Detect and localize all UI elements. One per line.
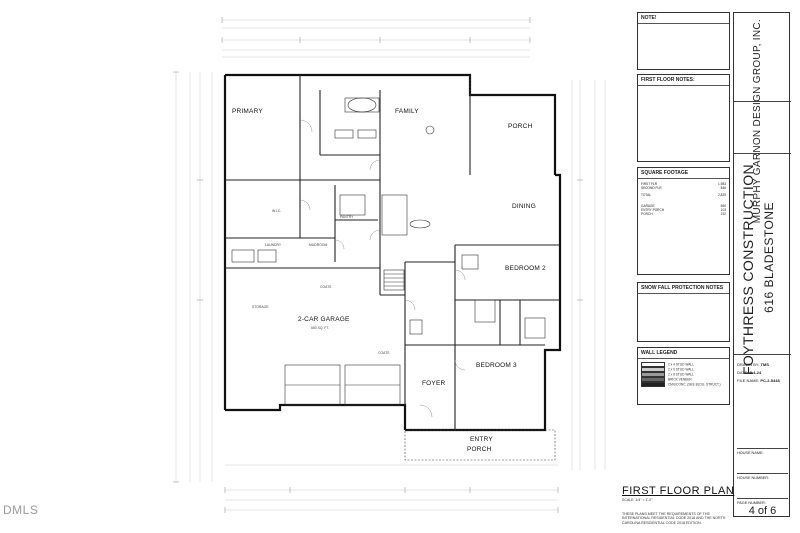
- notes-panel: NOTE!: [637, 12, 730, 70]
- room-bedroom-2: BEDROOM 2: [505, 265, 546, 272]
- project-block: FOYTHRESS CONSTRUCTION 616 BLADESTONE: [734, 153, 791, 375]
- room-coats-1: COATS: [320, 285, 332, 289]
- room-garage: 2-CAR GARAGE: [298, 316, 350, 323]
- file-name: PC-2-5448: [760, 378, 780, 383]
- date: 8-4-24: [749, 370, 762, 375]
- room-dining: DINING: [512, 203, 536, 210]
- wall-legend-item: 2 x 6 STUD WALL: [641, 367, 726, 372]
- first-floor-notes-panel: FIRST FLOOR NOTES:: [637, 74, 730, 162]
- wall-legend-item: 2 x 8 STUD WALL: [641, 372, 726, 377]
- drawn-by-label: DRAWN BY:: [737, 362, 760, 367]
- snow-fall-title: SNOW FALL PROTECTION NOTES: [638, 283, 729, 294]
- room-wic: W.I.C.: [272, 209, 281, 213]
- room-coats-2: COATS: [378, 351, 390, 355]
- room-porch: PORCH: [508, 123, 533, 130]
- house-name-label: HOUSE NAME:: [737, 448, 788, 455]
- room-laundry: LAUNDRY: [265, 243, 282, 247]
- snow-fall-panel: SNOW FALL PROTECTION NOTES: [637, 282, 730, 342]
- garage-area: 650 SQ. FT.: [311, 326, 329, 330]
- house-number-label: HOUSE NUMBER:: [737, 473, 788, 480]
- drawing-scale: SCALE: 1/4" = 1'-0": [622, 498, 653, 502]
- room-entry-porch-line1: ENTRY: [470, 436, 493, 443]
- drawn-by: TMS: [760, 362, 769, 367]
- wall-legend-title: WALL LEGEND: [638, 348, 729, 359]
- room-pantry: PANTRY: [340, 215, 354, 219]
- wall-legend-item: BRICK VENEER: [641, 377, 726, 382]
- file-label: FILE NAME:: [737, 378, 760, 383]
- title-strip: MURPHY GARNON DESIGN GROUP, INC. FOYTHRE…: [733, 12, 791, 517]
- firm-block: MURPHY GARNON DESIGN GROUP, INC.: [734, 13, 791, 223]
- page-number: 4 of 6: [748, 505, 777, 517]
- room-entry-porch-line2: PORCH: [467, 446, 492, 453]
- drawing-info: DRAWN BY: TMS DATE: 8-4-24 FILE NAME: PC…: [737, 361, 788, 385]
- room-storage: STORAGE: [252, 305, 269, 309]
- date-label: DATE:: [737, 370, 749, 375]
- wall-legend-item: CMU/CONC. (SEE BLDG. STRUCT.): [641, 382, 726, 387]
- room-foyer: FOYER: [422, 380, 445, 387]
- square-footage-title: SQUARE FOOTAGE: [638, 168, 729, 179]
- code-note: THESE PLANS MEET THE REQUIREMENTS OF THE…: [622, 512, 726, 525]
- wall-legend-panel: WALL LEGEND 2 x 4 STUD WALL 2 x 6 STUD W…: [637, 347, 730, 405]
- notes-title: NOTE!: [638, 13, 729, 24]
- room-bedroom-3: BEDROOM 3: [476, 362, 517, 369]
- first-floor-notes-title: FIRST FLOOR NOTES:: [638, 75, 729, 86]
- project-address: 616 BLADESTONE: [762, 202, 776, 313]
- room-mudroom: MUDROOM: [309, 243, 327, 247]
- room-family: FAMILY: [395, 108, 419, 115]
- page-number-label: PAGE NUMBER:: [737, 498, 788, 505]
- wall-legend-item: 2 x 4 STUD WALL: [641, 362, 726, 367]
- builder-name: FOYTHRESS CONSTRUCTION: [740, 164, 756, 376]
- drawing-title: FIRST FLOOR PLAN: [622, 485, 735, 497]
- room-primary: PRIMARY: [232, 108, 263, 115]
- mls-watermark: DMLS: [3, 503, 39, 517]
